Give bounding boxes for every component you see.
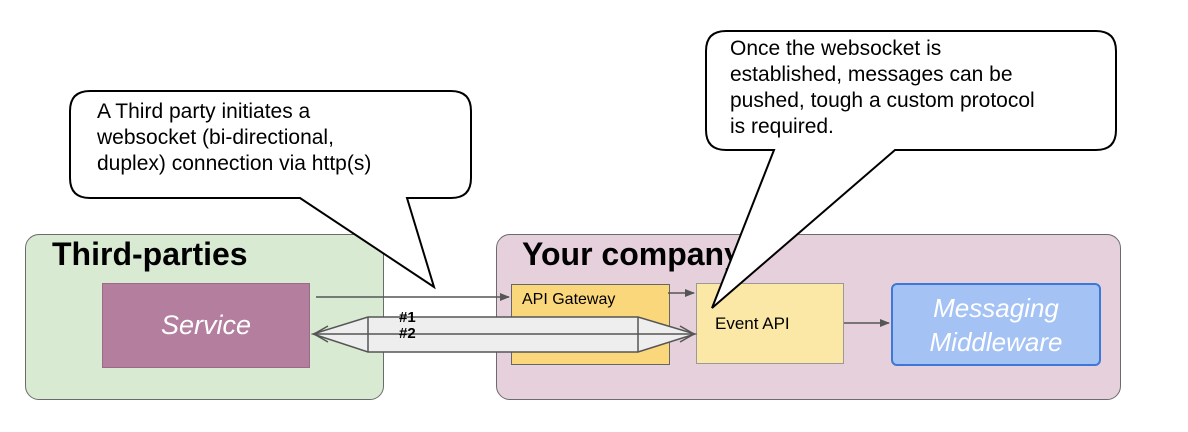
- right-callout-line: is required.: [730, 115, 834, 138]
- event-api-label: Event API: [715, 313, 790, 333]
- messaging-middleware-label-line2: Middleware: [929, 326, 1063, 357]
- messaging-middleware-box[interactable]: Messaging Middleware: [891, 283, 1101, 366]
- connection-tag-1: #1: [399, 309, 416, 326]
- right-callout-text: Once the websocket is established, messa…: [730, 36, 1035, 140]
- right-callout-line: established, messages can be: [730, 63, 1013, 86]
- api-gateway-label: API Gateway: [522, 291, 616, 308]
- service-box[interactable]: Service: [102, 283, 310, 368]
- right-callout-line: Once the websocket is: [730, 37, 942, 60]
- messaging-middleware-label-line1: Messaging: [933, 292, 1059, 323]
- left-callout-bubble: [69, 90, 472, 290]
- websocket-tube: [310, 316, 698, 353]
- connection-tag-2: #2: [399, 325, 416, 342]
- right-callout-line: pushed, tough a custom protocol: [730, 89, 1035, 112]
- left-callout-text: A Third party initiates a websocket (bi-…: [97, 99, 371, 177]
- left-callout-line: websocket (bi-directional,: [97, 126, 334, 149]
- your-company-title: Your company: [522, 236, 742, 272]
- service-label: Service: [160, 310, 252, 340]
- left-callout-line: duplex) connection via http(s): [97, 152, 372, 175]
- left-callout-line: A Third party initiates a: [97, 100, 311, 123]
- right-callout-bubble: [705, 30, 1117, 309]
- third-parties-title: Third-parties: [52, 236, 248, 272]
